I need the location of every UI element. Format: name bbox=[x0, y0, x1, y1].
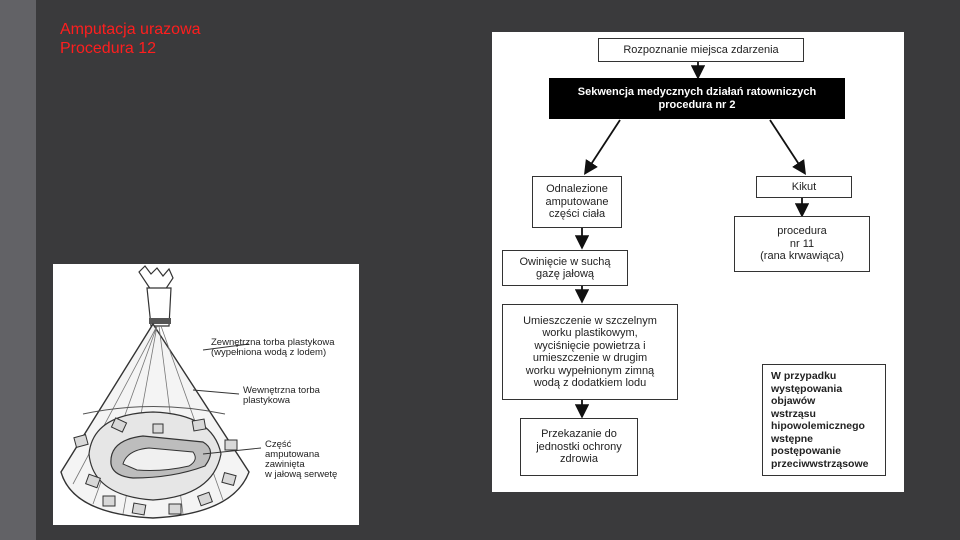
scene-recognition-text: Rozpoznanie miejsca zdarzenia bbox=[623, 43, 779, 56]
outer-bag-label-line-2: (wypełniona wodą z lodem) bbox=[211, 347, 327, 358]
slide-title-line-1: Amputacja urazowa bbox=[60, 21, 201, 38]
handover-line-3: zdrowia bbox=[560, 453, 598, 466]
found-parts-box: Odnalezione amputowane części ciała bbox=[532, 176, 622, 228]
amputated-part-label-line-3: zawinięta bbox=[265, 459, 305, 470]
shock-note-line-1: W przypadku bbox=[771, 370, 837, 382]
stump-box: Kikut bbox=[756, 176, 852, 198]
inner-bag-label: Wewnętrzna torba plastykowa bbox=[243, 386, 320, 406]
shock-note-line-8: przeciwwstrząsowe bbox=[771, 457, 869, 470]
procedure-11-line-3: (rana krwawiąca) bbox=[760, 250, 844, 263]
scene-recognition-box: Rozpoznanie miejsca zdarzenia bbox=[598, 38, 804, 62]
procedure-11-line-1: procedura bbox=[777, 225, 827, 238]
slide-title-line-2: Procedura 12 bbox=[60, 40, 157, 57]
medical-sequence-box: Sekwencja medycznych działań ratowniczyc… bbox=[549, 78, 845, 119]
found-parts-line-2: amputowane bbox=[545, 195, 609, 208]
plastic-bag-box: Umieszczenie w szczelnym worku plastikow… bbox=[502, 304, 678, 400]
medical-sequence-line-2: procedura nr 2 bbox=[658, 98, 736, 111]
shock-note-line-6: wstępne bbox=[771, 432, 814, 445]
plastic-bag-line-2: worku plastikowym, bbox=[542, 327, 638, 339]
shock-note-line-5: hipowolemicznego bbox=[771, 420, 865, 432]
medical-sequence-line-1: Sekwencja medycznych działań ratowniczyc… bbox=[577, 86, 817, 98]
outer-bag-label-line-1: Zewnętrzna torba plastykowa bbox=[211, 337, 335, 348]
stump-text: Kikut bbox=[791, 180, 817, 193]
shock-note-line-4: wstrząsu bbox=[771, 407, 816, 420]
wrap-gauze-line-1: Owinięcie w suchą bbox=[519, 255, 611, 268]
plastic-bag-line-4: umieszczenie w drugim bbox=[532, 352, 648, 364]
procedure-11-box: procedura nr 11 (rana krwawiąca) bbox=[734, 216, 870, 272]
found-parts-line-3: części ciała bbox=[548, 208, 606, 221]
wrap-gauze-box: Owinięcie w suchą gazę jałową bbox=[502, 250, 628, 286]
shock-note-line-2: występowania bbox=[771, 382, 843, 395]
plastic-bag-line-1: Umieszczenie w szczelnym bbox=[523, 314, 657, 327]
bag-drawing bbox=[60, 265, 262, 519]
outer-bag-label: Zewnętrzna torba plastykowa (wypełniona … bbox=[211, 338, 335, 358]
inner-bag-label-line-1: Wewnętrzna torba bbox=[243, 385, 320, 396]
flowchart-arrows bbox=[574, 62, 810, 419]
handover-line-1: Przekazanie do bbox=[541, 428, 617, 441]
procedure-flowchart: Rozpoznanie miejsca zdarzenia Sekwencja … bbox=[492, 32, 904, 492]
amputated-part-label-line-2: amputowana bbox=[265, 449, 320, 460]
wrap-gauze-line-2: gazę jałową bbox=[535, 268, 595, 280]
amputated-part-label-line-1: Część bbox=[265, 439, 292, 450]
handover-line-2: jednostki ochrony bbox=[536, 440, 622, 453]
plastic-bag-line-3: wyciśnięcie powietrza i bbox=[534, 339, 646, 352]
shock-note-line-3: objawów bbox=[771, 395, 816, 407]
amputated-part-illustration: Zewnętrzna torba plastykowa (wypełniona … bbox=[53, 264, 359, 525]
plastic-bag-line-5: worku wypełnionym zimną bbox=[525, 364, 655, 377]
shock-note-line-7: postępowanie bbox=[771, 445, 842, 457]
left-accent-strip bbox=[0, 0, 36, 540]
amputated-part-label: Część amputowana zawinięta w jałową serw… bbox=[265, 440, 337, 480]
shock-note-box: W przypadku występowania objawów wstrząs… bbox=[762, 364, 886, 476]
procedure-11-line-2: nr 11 bbox=[789, 237, 815, 250]
plastic-bag-line-6: wodą z dodatkiem lodu bbox=[533, 377, 647, 389]
slide-title: Amputacja urazowa Procedura 12 bbox=[60, 20, 201, 58]
amputated-part-label-line-4: w jałową serwetę bbox=[265, 469, 338, 480]
handover-box: Przekazanie do jednostki ochrony zdrowia bbox=[520, 418, 638, 476]
found-parts-line-1: Odnalezione bbox=[546, 183, 608, 196]
inner-bag-label-line-2: plastykowa bbox=[243, 395, 290, 406]
